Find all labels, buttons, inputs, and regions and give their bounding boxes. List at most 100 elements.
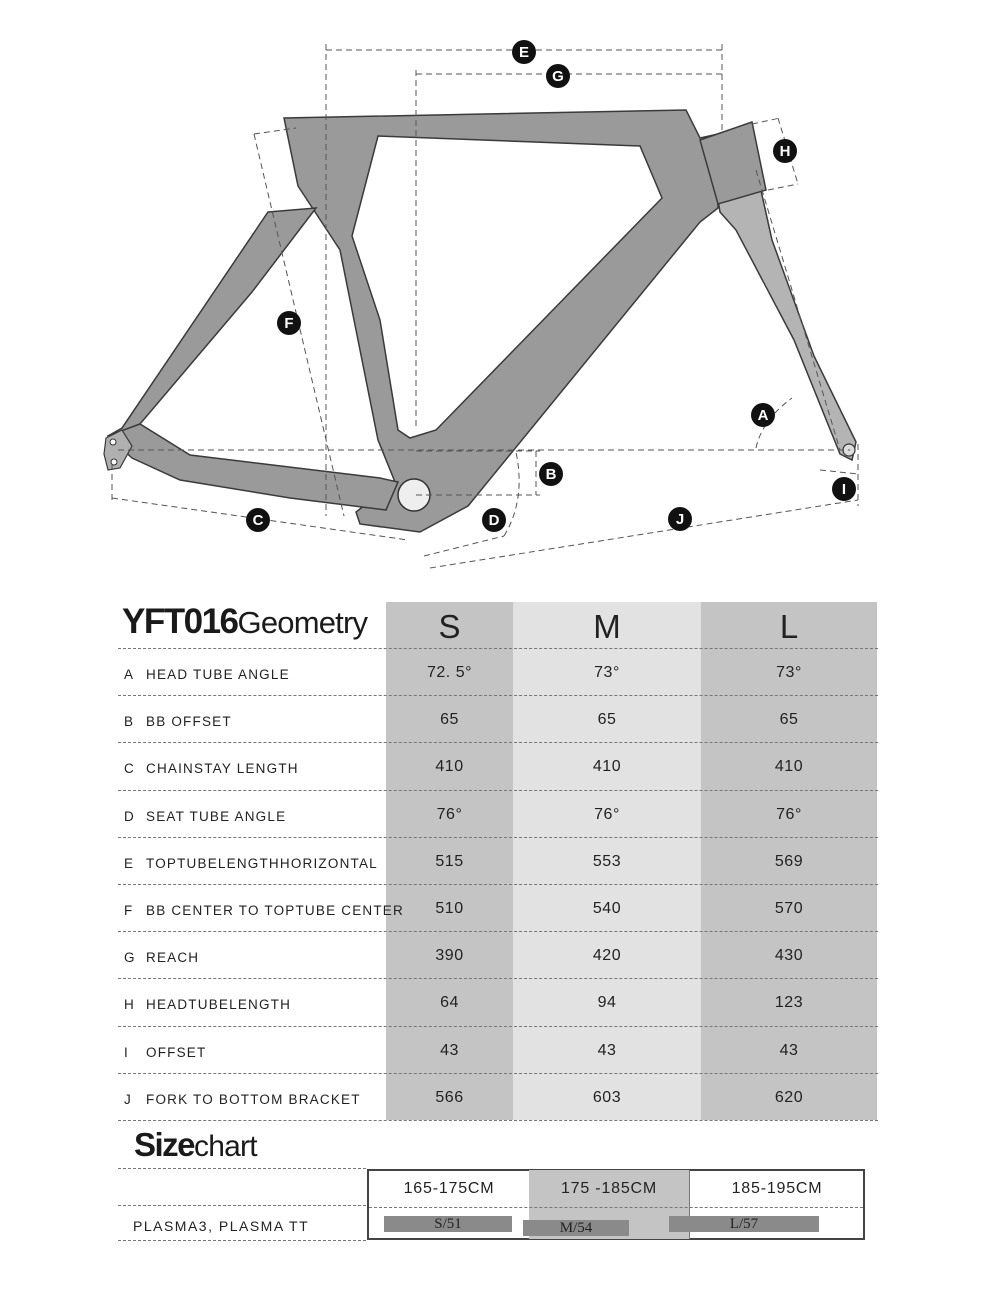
dim-line-i-left (819, 469, 859, 475)
cell-f-l: 570 (774, 900, 804, 917)
height-range-3: 185-195CM (731, 1180, 823, 1197)
svg-text:C: C (253, 512, 264, 529)
height-range-2: 175 -185CM (560, 1180, 658, 1197)
dim-line-h-top (751, 117, 781, 125)
svg-text:E: E (519, 44, 529, 61)
size-l-column-bg (701, 602, 877, 1120)
row-letter: J (124, 1091, 132, 1107)
model-names: PLASMA3, PLASMA TT (133, 1218, 310, 1234)
row-label-text: REACH (146, 950, 200, 966)
size-chart-inner-separator (369, 1207, 863, 1208)
row-separator-c (118, 789, 878, 791)
cell-f-s: 510 (435, 900, 464, 917)
size-header-s: S (438, 608, 461, 645)
marker-g: G (546, 64, 570, 88)
geometry-title: YFT016Geometry (122, 602, 368, 642)
row-label-h: H HEADTUBELENGTH (124, 997, 291, 1012)
cell-a-l: 73° (776, 664, 802, 681)
row-separator-h (118, 1025, 878, 1027)
rear-axle-hole (109, 438, 117, 446)
row-letter: A (124, 667, 135, 682)
row-label-text: HEADTUBELENGTH (146, 997, 292, 1013)
size-chart-title-bold: Size (134, 1126, 196, 1163)
cell-f-m: 540 (592, 900, 622, 917)
row-letter: I (124, 1044, 129, 1060)
row-label-a: A HEAD TUBE ANGLE (124, 667, 290, 682)
row-label-d: D SEAT TUBE ANGLE (124, 809, 286, 824)
cell-b-m: 65 (597, 711, 617, 729)
row-letter: D (124, 808, 135, 824)
cell-c-l: 410 (774, 758, 804, 776)
dim-line-h-bottom (767, 183, 799, 191)
row-label-f: F BB CENTER TO TOPTUBE CENTER (124, 903, 404, 918)
row-label-text: CHAINSTAY LENGTH (146, 761, 299, 777)
dim-line-a-steer (755, 169, 841, 451)
front-fork (717, 185, 857, 462)
cell-b-s: 65 (440, 711, 459, 729)
row-label-text: OFFSET (146, 1044, 207, 1060)
cell-i-l: 43 (779, 1041, 799, 1059)
svg-text:A: A (758, 407, 769, 424)
dim-line-a-arc (755, 397, 793, 449)
marker-c: C (246, 508, 270, 532)
marker-e: E (512, 40, 536, 64)
row-separator-a (118, 695, 878, 697)
row-letter: G (124, 950, 136, 966)
row-label-text: BB OFFSET (146, 714, 232, 730)
row-separator-j (118, 1120, 878, 1121)
header-separator (118, 648, 878, 649)
fork-crown (699, 121, 767, 205)
cell-d-s: 76° (436, 805, 463, 823)
row-label-text: HEAD TUBE ANGLE (146, 667, 290, 682)
marker-d: D (482, 508, 506, 532)
svg-text:B: B (546, 466, 557, 483)
size-chart-separator-top (118, 1168, 366, 1169)
geometry-title-model: YFT016 (122, 602, 239, 641)
row-separator-i (118, 1072, 878, 1074)
cell-b-l: 65 (779, 711, 799, 729)
row-letter: F (124, 903, 134, 918)
dim-line-d-arc (423, 535, 505, 557)
dim-line-f-2 (253, 127, 297, 135)
cell-i-m: 43 (597, 1041, 617, 1059)
cell-c-m: 410 (592, 758, 622, 776)
size-header-l: L (779, 608, 799, 645)
size-m-column-bg (513, 602, 701, 1120)
row-letter: B (124, 714, 135, 730)
row-separator-f (118, 931, 878, 933)
dim-line-d-curve (503, 451, 520, 537)
marker-f: F (277, 311, 301, 335)
row-label-text: BB CENTER TO TOPTUBE CENTER (146, 903, 404, 918)
marker-a: A (751, 403, 775, 427)
cell-h-s: 64 (440, 994, 459, 1012)
row-letter: E (124, 855, 135, 871)
cell-a-s: 72. 5° (427, 664, 472, 681)
cell-j-l: 620 (774, 1088, 804, 1106)
size-chart-separator-mid (118, 1205, 366, 1206)
derailleur-hanger-hole (110, 458, 118, 466)
height-range-1: 165-175CM (403, 1180, 495, 1197)
size-s-column-bg (386, 602, 513, 1120)
cell-d-l: 76° (776, 805, 802, 823)
cell-h-m: 94 (597, 994, 617, 1012)
frame-main-triangle (283, 109, 719, 533)
frame-size-s: S/51 (384, 1216, 512, 1232)
frame-size-m: M/54 (523, 1220, 629, 1236)
size-header-m: M (593, 608, 621, 645)
size-chart-title: Sizechart (134, 1126, 258, 1164)
dim-line-f-1 (253, 133, 345, 517)
row-label-text: SEAT TUBE ANGLE (146, 808, 287, 824)
row-label-text: FORK TO BOTTOM BRACKET (146, 1091, 361, 1107)
row-separator-b (118, 742, 878, 744)
svg-text:D: D (489, 512, 500, 529)
cell-h-l: 123 (774, 994, 804, 1012)
row-separator-e (118, 884, 878, 885)
cell-g-l: 430 (774, 947, 804, 965)
row-letter: C (124, 761, 135, 777)
cell-j-m: 603 (592, 1088, 622, 1106)
cell-i-s: 43 (440, 1041, 459, 1059)
row-letter: H (124, 997, 135, 1013)
svg-text:G: G (552, 68, 564, 85)
marker-i: I (832, 477, 856, 501)
